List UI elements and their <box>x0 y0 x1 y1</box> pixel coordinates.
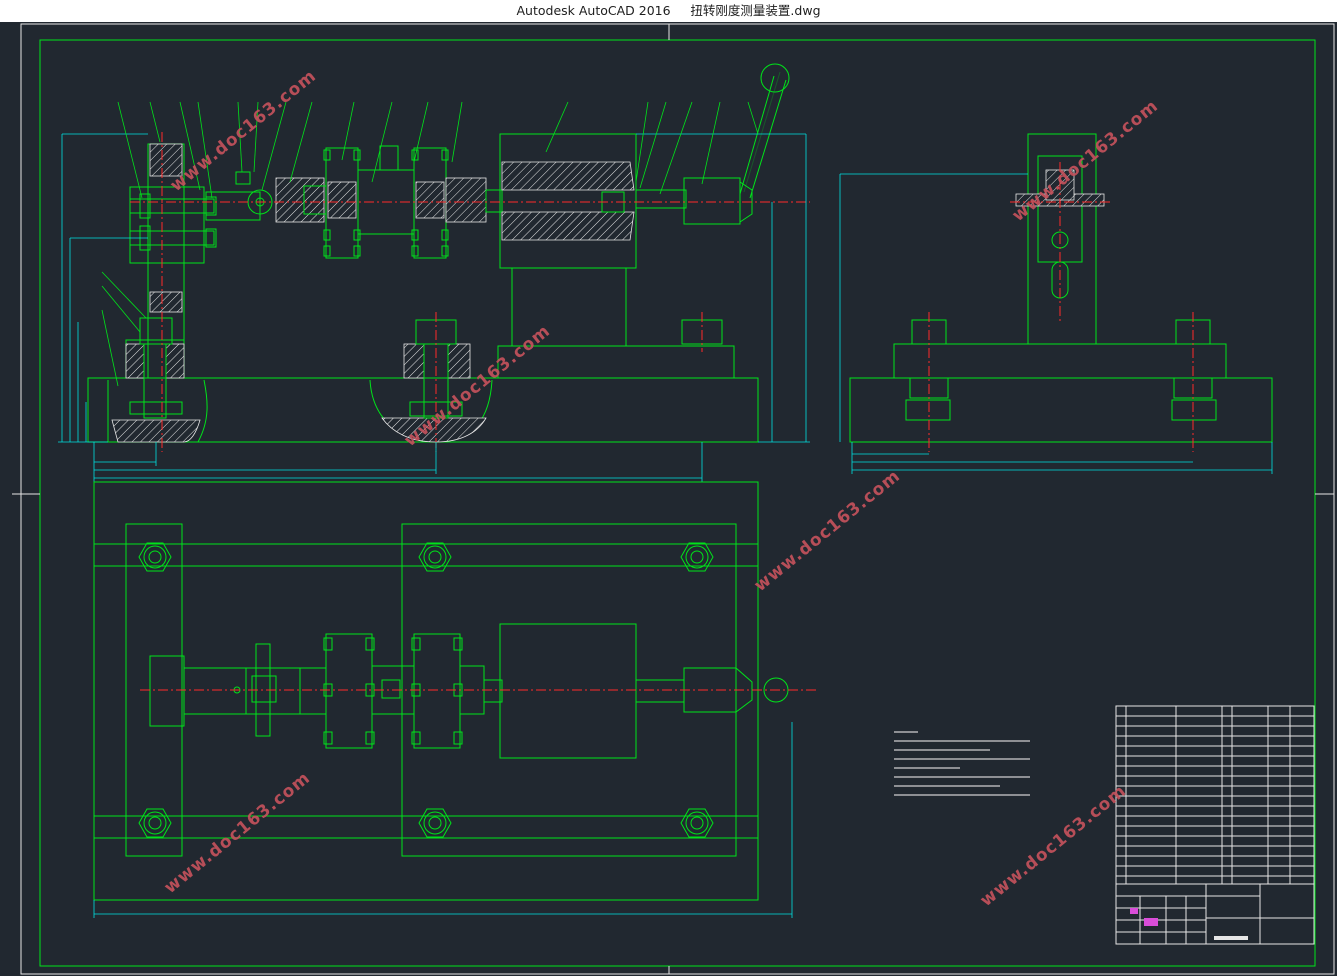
sheet-border <box>12 23 1335 975</box>
cad-drawing[interactable]: www.doc163.com www.doc163.com www.doc163… <box>0 22 1337 976</box>
watermark-5: www.doc163.com <box>161 768 315 898</box>
technical-notes <box>894 731 1030 796</box>
top-view-bolts <box>138 542 714 838</box>
top-view <box>93 481 816 918</box>
drawing-canvas[interactable]: www.doc163.com www.doc163.com www.doc163… <box>0 22 1337 976</box>
watermark-6: www.doc163.com <box>977 781 1131 911</box>
side-view <box>839 133 1273 474</box>
leader-lines <box>101 101 759 387</box>
title-block <box>1115 705 1315 945</box>
front-dimensions <box>58 133 810 482</box>
front-view <box>87 63 810 452</box>
window-title: Autodesk AutoCAD 2016 扭转刚度测量装置.dwg <box>516 3 821 18</box>
watermark-1: www.doc163.com <box>167 66 321 196</box>
title-bar: Autodesk AutoCAD 2016 扭转刚度测量装置.dwg <box>0 0 1337 23</box>
watermark-4: www.doc163.com <box>751 466 905 596</box>
